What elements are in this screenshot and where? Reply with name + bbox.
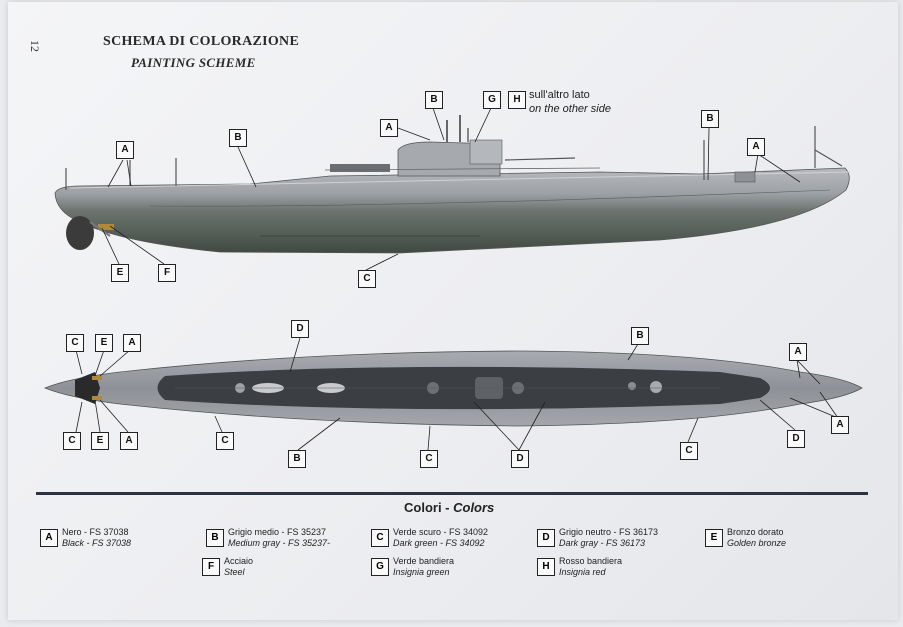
callout-side-c: C — [358, 270, 376, 288]
legend-name-en: Black - FS 37038 — [62, 538, 132, 548]
callout-side-a-bow: A — [747, 138, 765, 156]
page-title: SCHEMA DI COLORAZIONE — [103, 34, 300, 49]
callout-side-f: F — [158, 264, 176, 282]
callout-top-d-bow: D — [787, 430, 805, 448]
legend-code: D — [537, 529, 555, 547]
colors-heading-it: Colori - — [404, 500, 454, 515]
legend-item-e: E Bronzo dorato Golden bronze — [705, 527, 855, 551]
legend-name-en: Steel — [224, 567, 245, 577]
top-view-submarine — [43, 337, 863, 451]
legend-name-it: Rosso bandiera — [559, 556, 623, 566]
callout-side-g: G — [483, 91, 501, 109]
legend-name-it: Verde bandiera — [393, 556, 455, 566]
legend-code: H — [537, 558, 555, 576]
callout-top-c-mid: C — [216, 432, 234, 450]
callout-top-b-upper: B — [631, 327, 649, 345]
callout-side-a-tower: A — [380, 119, 398, 137]
callout-side-b-stern: B — [229, 129, 247, 147]
legend-name-en: Dark green - FS 34092 — [393, 538, 485, 548]
legend-item-d: D Grigio neutro - FS 36173 Dark gray - F… — [537, 527, 697, 551]
legend-code: G — [371, 558, 389, 576]
legend-name-it: Grigio medio - FS 35237 — [228, 527, 327, 537]
callout-top-d-upper: D — [291, 320, 309, 338]
legend-item-g: G Verde bandiera Insignia green — [371, 556, 521, 580]
callout-side-b-bow: B — [701, 110, 719, 128]
legend-code: C — [371, 529, 389, 547]
callout-top-a-bow-upper: A — [789, 343, 807, 361]
legend-name-en: Dark gray - FS 36173 — [559, 538, 646, 548]
legend-name-en: Golden bronze — [727, 538, 787, 548]
callout-top-e-lower: E — [91, 432, 109, 450]
legend-item-h: H Rosso bandiera Insignia red — [537, 556, 687, 580]
legend-name-en: Insignia green — [393, 567, 450, 577]
callout-top-b-lower: B — [288, 450, 306, 468]
legend-item-f: F Acciaio Steel — [202, 556, 352, 580]
note-other-side-it: sull'altro lato — [529, 89, 590, 101]
side-view-submarine — [54, 107, 851, 271]
legend-item-c: C Verde scuro - FS 34092 Dark green - FS… — [371, 527, 531, 551]
legend-name-en: Insignia red — [559, 567, 606, 577]
callout-side-a-stern: A — [116, 141, 134, 159]
section-divider — [36, 492, 868, 495]
colors-heading: Colori - Colors — [404, 500, 494, 515]
colors-heading-en: Colors — [453, 500, 495, 515]
legend-item-b: B Grigio medio - FS 35237 Medium gray - … — [206, 527, 366, 551]
legend-code: B — [206, 529, 224, 547]
legend-code: F — [202, 558, 220, 576]
legend-name-it: Verde scuro - FS 34092 — [393, 527, 489, 537]
instruction-page — [8, 2, 898, 620]
note-other-side-en: on the other side — [529, 103, 611, 115]
callout-side-h: H — [508, 91, 526, 109]
callout-top-c-center: C — [420, 450, 438, 468]
callout-top-a-upper: A — [123, 334, 141, 352]
callout-side-e: E — [111, 264, 129, 282]
legend-name-it: Nero - FS 37038 — [62, 527, 129, 537]
page-subtitle: PAINTING SCHEME — [131, 55, 256, 70]
legend-name-en: Medium gray - FS 35237- — [228, 538, 331, 548]
callout-top-c-bow: C — [680, 442, 698, 460]
legend-item-a: A Nero - FS 37038 Black - FS 37038 — [40, 527, 190, 551]
callout-top-e-upper: E — [95, 334, 113, 352]
legend-name-it: Acciaio — [224, 556, 254, 566]
legend-name-it: Bronzo dorato — [727, 527, 784, 537]
legend-code: A — [40, 529, 58, 547]
callout-top-c-lower: C — [63, 432, 81, 450]
callout-top-a-bow-lower: A — [831, 416, 849, 434]
legend-name-it: Grigio neutro - FS 36173 — [559, 527, 659, 537]
callout-top-d-center: D — [511, 450, 529, 468]
callout-side-b-tower: B — [425, 91, 443, 109]
callout-top-c-upper: C — [66, 334, 84, 352]
callout-top-a-lower: A — [120, 432, 138, 450]
legend-code: E — [705, 529, 723, 547]
